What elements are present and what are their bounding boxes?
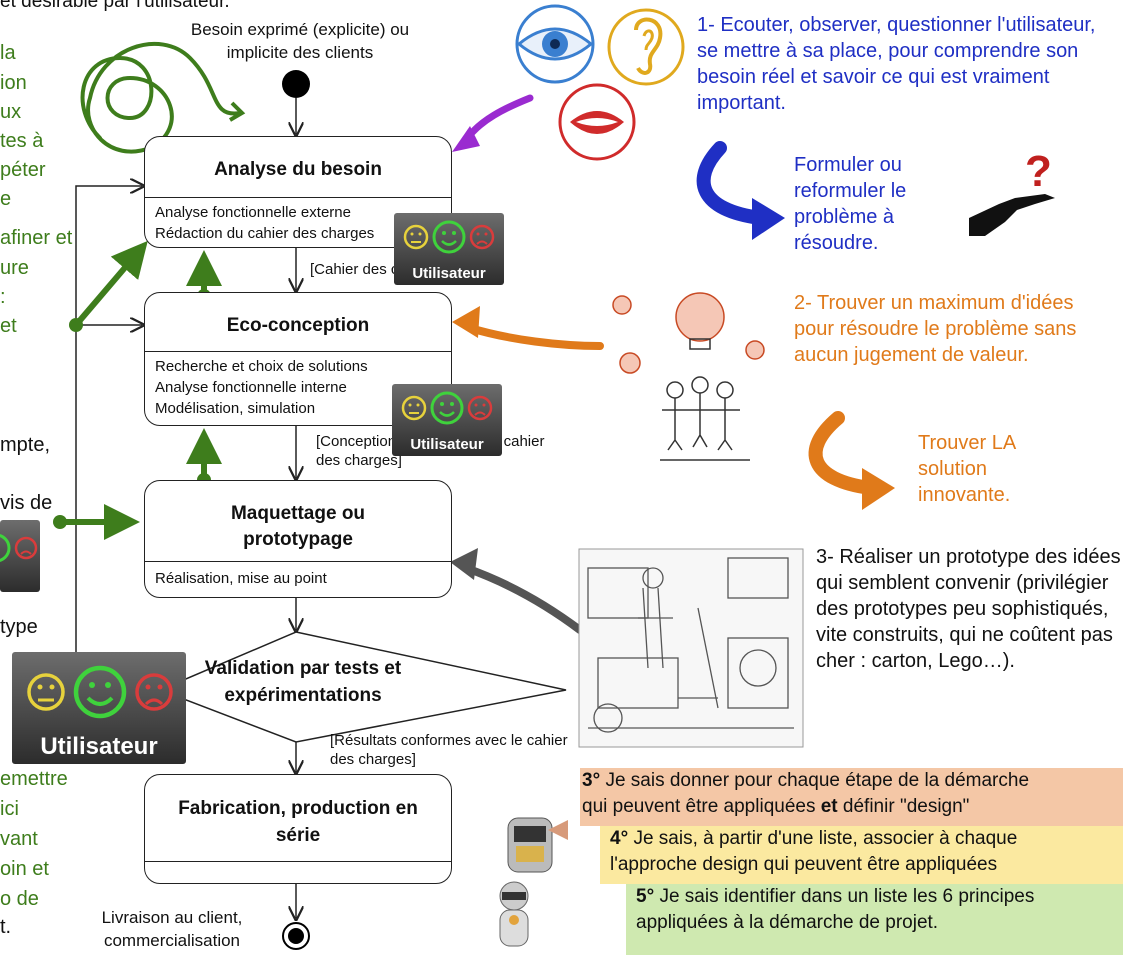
activity-title: Maquettage ou prototypage — [230, 503, 366, 550]
left-frag: t. — [0, 916, 12, 938]
note-2b-text: Trouver LA solution innovante. — [918, 432, 1016, 506]
activity-line: Réalisation, mise au point — [155, 570, 327, 587]
left-frag: oin et — [0, 858, 49, 880]
validation-diamond — [157, 631, 567, 743]
left-frag: la — [0, 42, 16, 64]
activity-line: Rédaction du cahier des charges — [155, 225, 375, 242]
activity-line: Analyse fonctionnelle externe — [155, 204, 351, 221]
left-frag: o de — [0, 888, 39, 910]
left-frag: ici — [0, 798, 19, 820]
activity-line: Analyse fonctionnelle interne — [155, 379, 347, 396]
ear-icon — [607, 8, 685, 86]
user-badge: Utilisateur — [394, 213, 504, 285]
note-3: 3- Réaliser un prototype des idées qui s… — [816, 544, 1122, 674]
badge-label: Utilisateur — [410, 436, 484, 453]
level-line: qui peuvent être appliquées — [582, 796, 821, 817]
note-2b: Trouver LA solution innovante. — [918, 430, 1058, 508]
start-node — [282, 70, 310, 98]
validation-text: Validation par tests et expérimentations — [204, 658, 402, 706]
user-badge-large: Utilisateur — [12, 652, 186, 764]
note-1: 1- Ecouter, observer, questionner l'util… — [697, 12, 1121, 116]
left-frag: emettre — [0, 768, 68, 790]
guard-text: [Résultats conformes avec le cahier des … — [330, 732, 568, 768]
level-line: l'approche design qui peuvent être appli… — [610, 854, 998, 875]
note-2-text: 2- Trouver un maximum d'idées pour résou… — [794, 292, 1077, 366]
left-frag: mpte, — [0, 434, 51, 456]
level-line: définir "design" — [837, 796, 970, 817]
top-fragment-text: et désirable par l'utilisateur. — [0, 0, 230, 12]
left-frag: vis de — [0, 492, 53, 514]
left-frag: vant — [0, 828, 38, 850]
level-num: 4° — [610, 828, 629, 849]
left-frag: type — [0, 616, 38, 638]
activity-title: Analyse du besoin — [214, 159, 382, 180]
workshop-illustration — [578, 548, 804, 748]
user-badge-partial — [0, 520, 40, 592]
level-3-band: 3° Je sais donner pour chaque étape de l… — [580, 768, 1123, 826]
svg-text:?: ? — [1025, 148, 1052, 196]
left-frag: ux — [0, 101, 22, 123]
level-num: 3° — [582, 770, 601, 791]
level-line: Je sais identifier dans un liste les 6 p… — [659, 886, 1035, 907]
level-line: Je sais, à partir d'une liste, associer … — [633, 828, 1018, 849]
badge-label: Utilisateur — [40, 733, 158, 760]
left-frag: péter — [0, 159, 46, 181]
smiley-icons — [0, 534, 38, 562]
left-frag: e — [0, 188, 12, 210]
user-badge: Utilisateur — [392, 384, 502, 456]
robot-small-icon — [499, 881, 529, 947]
smiley-icons — [27, 665, 173, 719]
guard-3: [Résultats conformes avec le cahier des … — [330, 731, 570, 769]
scribble-spiral — [80, 41, 246, 154]
note-1b-text: Formuler ou reformuler le problème à rés… — [794, 154, 907, 254]
note-2: 2- Trouver un maximum d'idées pour résou… — [794, 290, 1094, 368]
level-4-band: 4° Je sais, à partir d'une liste, associ… — [600, 826, 1123, 884]
validation-label: Validation par tests et expérimentations — [188, 655, 418, 709]
ideas-illustration — [612, 292, 765, 461]
robot-icon — [507, 817, 568, 873]
left-frag: tes à — [0, 130, 44, 152]
mouth-icon — [558, 83, 636, 161]
question-hand-icon: ? — [969, 148, 1055, 236]
note-1-text: 1- Ecouter, observer, questionner l'util… — [697, 14, 1096, 114]
activity-line: Modélisation, simulation — [155, 400, 316, 417]
left-frag: : — [0, 286, 6, 308]
end-label-text: Livraison au client, commercialisation — [101, 908, 243, 950]
activity-maquettage: Maquettage ou prototypage Réalisation, m… — [144, 480, 452, 598]
eye-icon — [515, 4, 595, 84]
activity-line: Recherche et choix de solutions — [155, 358, 368, 375]
start-label: Besoin exprimé (explicite) ou implicite … — [160, 18, 440, 64]
top-fragment: et désirable par l'utilisateur. — [0, 0, 230, 13]
end-label: Livraison au client, commercialisation — [72, 906, 272, 952]
activity-fabrication: Fabrication, production en série — [144, 774, 452, 884]
start-label-text: Besoin exprimé (explicite) ou implicite … — [190, 20, 410, 62]
left-frag: ure — [0, 257, 29, 279]
left-frag: afiner et — [0, 227, 73, 249]
smiley-icons — [401, 391, 493, 425]
level-num: 5° — [636, 886, 655, 907]
level-line: appliquées à la démarche de projet. — [636, 912, 939, 933]
activity-title: Eco-conception — [226, 315, 370, 336]
level-5-band: 5° Je sais identifier dans un liste les … — [626, 884, 1123, 955]
level-line: Je sais donner pour chaque étape de la d… — [605, 770, 1030, 791]
activity-title: Fabrication, production en série — [178, 798, 418, 846]
left-frag: ion — [0, 72, 27, 94]
badge-label: Utilisateur — [412, 265, 486, 282]
level-line-bold: et — [820, 796, 838, 817]
note-1b: Formuler ou reformuler le problème à rés… — [794, 152, 954, 256]
left-frag: et — [0, 315, 17, 337]
note-3-text: 3- Réaliser un prototype des idées qui s… — [816, 546, 1121, 672]
smiley-icons — [403, 220, 495, 254]
